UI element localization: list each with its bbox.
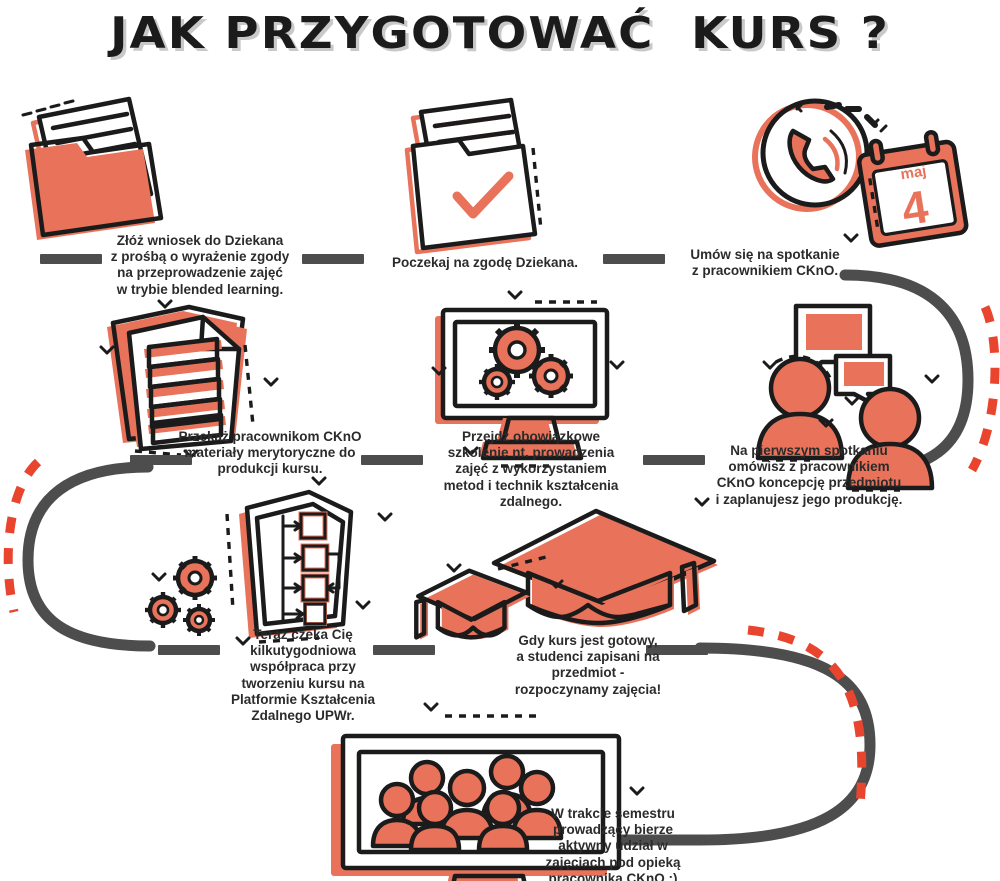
flow-path-left xyxy=(3,458,156,652)
calendar-month-label: maj xyxy=(899,163,927,184)
step-caption-8: Gdy kurs jest gotowy, a studenci zapisan… xyxy=(514,633,662,697)
step-caption-4: Na pierwszym spotkaniu omówisz z pracown… xyxy=(715,443,903,507)
connector-bar-7 xyxy=(158,645,220,655)
graduation-cap-large xyxy=(491,508,718,627)
speech-bubble-large xyxy=(785,303,873,385)
connector-bar-4 xyxy=(643,455,705,465)
step-caption-1: Złóż wniosek do Dziekana z prośbą o wyra… xyxy=(110,233,290,297)
connector-bar-3 xyxy=(603,254,665,264)
folder-with-checkmark-icon xyxy=(404,97,543,255)
calendar-day-label: 4 xyxy=(898,180,932,235)
gear-small xyxy=(479,364,515,400)
tablet-flowchart-with-gears-icon xyxy=(145,476,393,646)
flow-path-right-bottom xyxy=(694,625,876,846)
phone-and-calendar-icon: maj 4 xyxy=(752,98,969,248)
connector-bar-8 xyxy=(373,645,435,655)
step-caption-3: Umów się na spotkanie z pracownikiem CKn… xyxy=(690,247,840,279)
step-caption-7: Teraz czeka Cię kilkutygodniowa współpra… xyxy=(230,627,376,723)
speech-bubble-small xyxy=(833,353,893,415)
connector-bar-2 xyxy=(302,254,364,264)
gear-cluster xyxy=(145,556,217,636)
graduation-caps-icon xyxy=(414,497,718,640)
gear-medium xyxy=(529,354,573,398)
gear-large xyxy=(489,322,545,378)
step-caption-6: Przekaż pracownikom CKnO materiały meryt… xyxy=(178,429,362,477)
checkmark-icon xyxy=(452,171,514,219)
step-caption-5: Przejdź obowiązkowe szkolenie nt. prowad… xyxy=(443,429,619,509)
step-caption-9: W trakcie semestru prowadzący bierze akt… xyxy=(545,806,681,881)
connector-bar-5 xyxy=(361,455,423,465)
connector-bar-1 xyxy=(40,254,102,264)
page-title: JAK PRZYGOTOWAĆ KURS ? xyxy=(110,8,890,59)
connector-bar-6 xyxy=(130,455,192,465)
connector-bar-9 xyxy=(646,645,708,655)
graduation-cap-small xyxy=(414,568,530,640)
step-caption-2: Poczekaj na zgodę Dziekana. xyxy=(391,255,579,270)
flowchart-boxes xyxy=(281,511,341,626)
open-folder-with-document-icon xyxy=(21,96,164,240)
